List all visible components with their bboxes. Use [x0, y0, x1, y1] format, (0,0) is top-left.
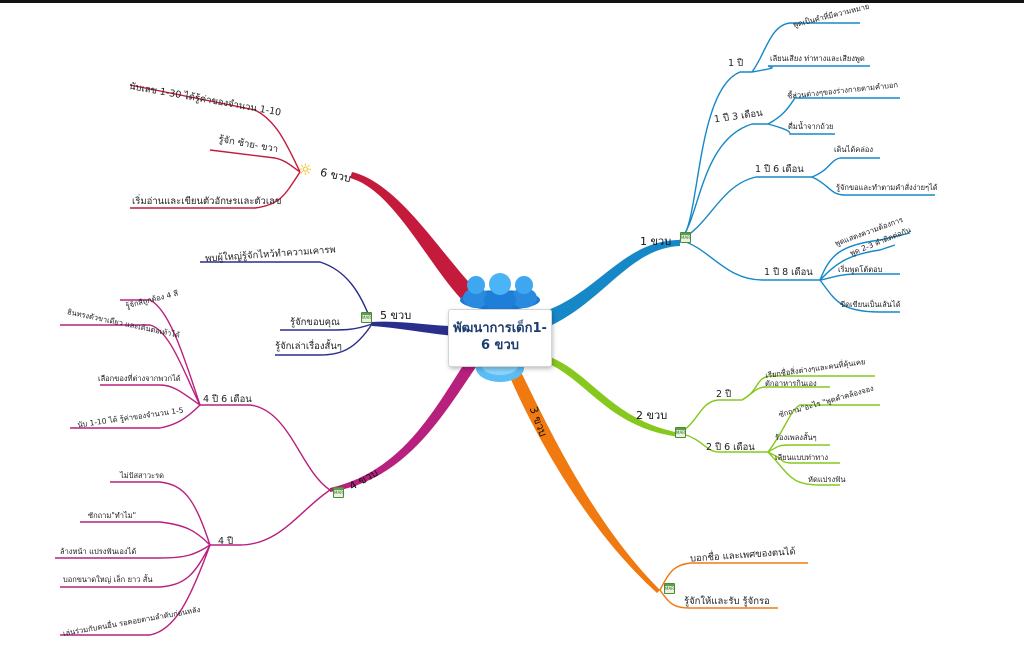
calendar-icon: MAR	[675, 427, 686, 438]
people-icon	[460, 273, 540, 382]
branch-4-sublines	[55, 299, 331, 636]
branch-label-1[interactable]: 1 ขวบ	[640, 235, 672, 248]
central-topic[interactable]: พัฒนาการเด็ก1-6 ขวบ	[448, 309, 552, 367]
branch-1-sublines	[679, 22, 935, 313]
branch-line-4	[330, 364, 478, 492]
leaf-label[interactable]: ซักถาม"ทำไม"	[88, 511, 137, 520]
leaf-label[interactable]: เริ่มพูดโต้ตอบ	[838, 265, 883, 274]
branch-label-2[interactable]: 2 ขวบ	[636, 409, 668, 422]
node-label[interactable]: 2 ปี	[716, 389, 732, 400]
node-label[interactable]: 1 ปี 8 เดือน	[764, 267, 813, 278]
leaf-label[interactable]: หัดแปรงฟัน	[808, 475, 846, 484]
branch-line-5	[372, 321, 455, 336]
calendar-icon: MAR	[664, 583, 675, 594]
calendar-icon: MAR	[361, 312, 372, 323]
leaf-label[interactable]: เลียนเสียง ท่าทางและเสียงพูด	[770, 54, 865, 63]
node-label[interactable]: 4 ปี 6 เดือน	[203, 394, 252, 405]
node-label[interactable]: 1 ปี	[728, 58, 744, 69]
leaf-label[interactable]: ล้างหน้า แปรงฟันเองได้	[60, 547, 137, 556]
branch-3-sublines	[659, 562, 808, 609]
leaf-label[interactable]: รู้จักให้และรับ รู้จักรอ	[684, 596, 770, 607]
leaf-label[interactable]: รู้จักเล่าเรื่องสั้นๆ	[275, 341, 342, 352]
leaf-label[interactable]: เริ่มอ่านและเขียนตัวอักษรและตัวเลข	[132, 196, 282, 207]
window-top-border	[0, 0, 1024, 3]
leaf-label[interactable]: ดื่มน้ำจากถ้วย	[788, 122, 834, 131]
calendar-icon: MAR	[333, 487, 344, 498]
branch-line-3	[506, 366, 660, 593]
leaf-label[interactable]: ตักอาหารกินเอง	[765, 379, 817, 388]
branch-2-sublines	[679, 375, 880, 486]
calendar-icon: MAR	[680, 232, 691, 243]
node-label[interactable]: 2 ปี 6 เดือน	[706, 442, 755, 453]
branch-line-6	[350, 172, 486, 306]
central-topic-title: พัฒนาการเด็ก1-6 ขวบ	[453, 321, 547, 353]
branch-line-1	[548, 240, 680, 326]
leaf-label[interactable]: ร้องเพลงสั้นๆ	[775, 433, 817, 442]
branch-6-sublines	[129, 84, 301, 209]
leaf-label[interactable]: เลียนแบบท่าทาง	[775, 453, 829, 462]
leaf-label[interactable]: เลือกของที่ต่างจากพวกได้	[98, 374, 181, 383]
leaf-label[interactable]: ขีดเขียนเป็นเส้นได้	[840, 300, 901, 309]
node-label[interactable]: 1 ปี 6 เดือน	[755, 164, 804, 175]
branch-line-2	[545, 355, 680, 437]
leaf-label[interactable]: บอกขนาดใหญ่ เล็ก ยาว สั้น	[63, 575, 153, 584]
leaf-label[interactable]: ไม่ปัสสาวะรด	[120, 471, 164, 480]
leaf-label[interactable]: รู้จักขอและทำตามคำสั่งง่ายๆได้	[836, 183, 938, 192]
sun-icon: ☼	[298, 160, 313, 179]
leaf-label[interactable]: รู้จักขอบคุณ	[290, 317, 340, 328]
branch-label-5[interactable]: 5 ขวบ	[380, 309, 412, 322]
node-label[interactable]: 4 ปี	[218, 536, 234, 547]
leaf-label[interactable]: เดินได้คล่อง	[834, 145, 873, 154]
